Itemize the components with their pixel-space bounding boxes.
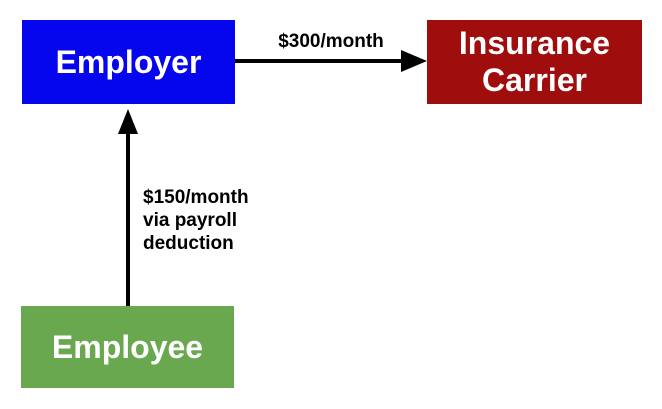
employer-node: Employer: [22, 20, 235, 104]
employer-to-carrier-arrow: [235, 50, 427, 72]
insurance-carrier-node: Insurance Carrier: [427, 20, 642, 104]
employee-node-label: Employee: [51, 328, 204, 365]
employer-to-carrier-edge-label: $300/month: [278, 31, 384, 52]
employer-node-label: Employer: [55, 43, 202, 80]
employee-node: Employee: [21, 306, 234, 388]
insurance-carrier-node-label: Insurance Carrier: [458, 25, 611, 98]
employee-to-employer-arrow: [118, 109, 138, 306]
employee-to-employer-edge-label: $150/month via payroll deduction: [143, 187, 249, 254]
